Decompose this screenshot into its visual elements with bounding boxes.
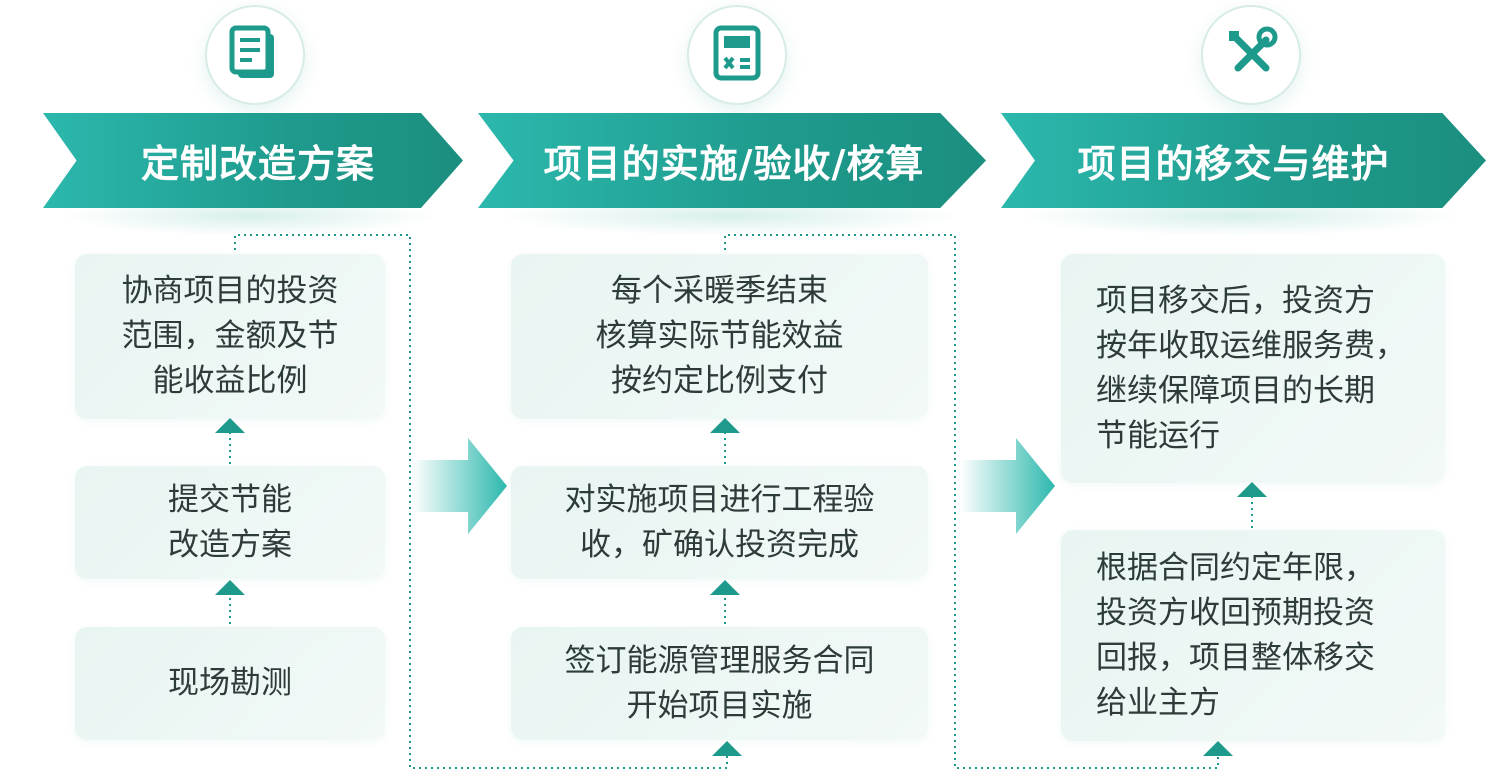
flow-arrow-icon <box>960 438 1055 534</box>
flow-arrow-icon <box>412 438 507 534</box>
tools-icon <box>1224 26 1278 84</box>
up-arrow-icon <box>710 580 740 595</box>
card-acceptance: 对实施项目进行工程验 收，矿确认投资完成 <box>511 466 928 579</box>
icon-circle-implement <box>687 5 787 105</box>
stage-banner-plan: 定制改造方案 <box>43 113 463 208</box>
up-arrow-icon <box>712 741 742 756</box>
document-icon <box>228 24 282 86</box>
card-sign-contract: 签订能源管理服务合同 开始项目实施 <box>511 627 928 740</box>
connector-stage2-to-stage3 <box>724 234 1219 769</box>
up-arrow-icon <box>710 418 740 433</box>
stage-title-handover: 项目的移交与维护 <box>1077 142 1390 186</box>
card-maintenance: 项目移交后，投资方 按年收取运维服务费， 继续保障项目的长期 节能运行 <box>1061 254 1445 483</box>
icon-circle-handover <box>1201 5 1301 105</box>
card-handover: 根据合同约定年限， 投资方收回预期投资 回报，项目整体移交 给业主方 <box>1061 530 1445 741</box>
connector-stage1-to-stage2 <box>234 234 728 769</box>
card-submit-plan: 提交节能 改造方案 <box>75 466 385 579</box>
stage-title-plan: 定制改造方案 <box>140 142 375 186</box>
card-site-survey: 现场勘测 <box>75 627 385 740</box>
stage-banner-implement: 项目的实施/验收/核算 <box>478 113 986 208</box>
up-arrow-icon <box>1237 482 1267 497</box>
card-settlement: 每个采暖季结束 核算实际节能效益 按约定比例支付 <box>511 254 928 419</box>
icon-circle-plan <box>205 5 305 105</box>
up-arrow-icon <box>215 580 245 595</box>
card-negotiate: 协商项目的投资 范围，金额及节 能收益比例 <box>75 254 385 419</box>
stage-banner-handover: 项目的移交与维护 <box>1001 113 1486 208</box>
stage-title-implement: 项目的实施/验收/核算 <box>543 142 925 186</box>
calculator-icon <box>710 24 764 86</box>
up-arrow-icon <box>1203 741 1233 756</box>
up-arrow-icon <box>215 418 245 433</box>
